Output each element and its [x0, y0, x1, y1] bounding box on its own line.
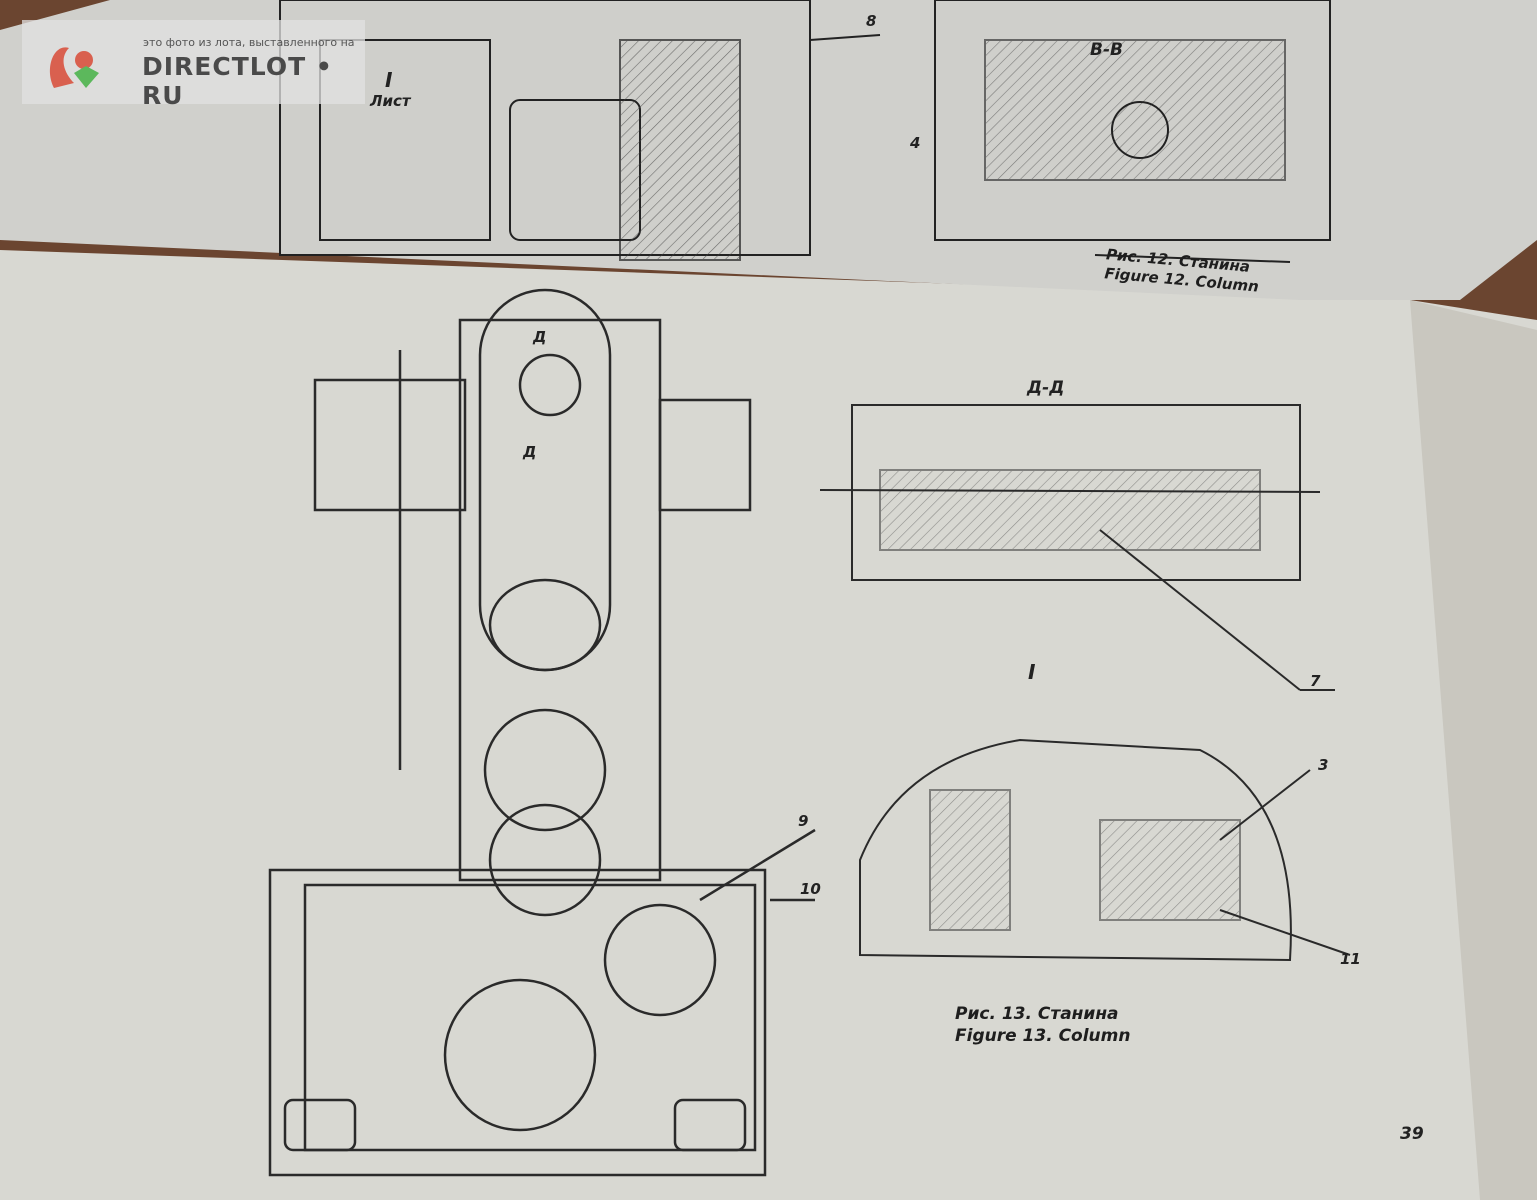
detail-i-label: I: [1028, 660, 1036, 684]
callout-4: 4: [910, 134, 921, 152]
section-d-top-label: Д: [533, 328, 547, 346]
callout-3: 3: [1318, 756, 1329, 774]
squirrel-logo-icon: [49, 47, 99, 88]
figure-13-caption-en: Figure 13. Column: [955, 1026, 1131, 1046]
callout-9: 9: [798, 812, 809, 830]
section-d-mid-label: Д: [523, 443, 537, 461]
watermark-caption: это фото из лота, выставленного на: [143, 36, 355, 49]
watermark-brand: DIRECTLOT • RU: [142, 52, 333, 110]
sheet-label: Лист: [370, 92, 411, 110]
figure-13-caption: Рис. 13. Станина Figure 13. Column: [955, 1003, 1130, 1047]
figure-13-main-drawing: [268, 288, 816, 1177]
page-number: 39: [1400, 1124, 1424, 1144]
callout-11: 11: [1340, 950, 1361, 968]
section-dd-drawing: [819, 404, 1335, 691]
section-dd-label: Д-Д: [1027, 378, 1065, 398]
view-i-label: I: [385, 68, 393, 92]
callout-10: 10: [800, 880, 821, 898]
figure-12-drawing: [279, 0, 1331, 263]
figure-13-caption-ru: Рис. 13. Станина: [955, 1004, 1119, 1024]
watermark: это фото из лота, выставленного на DIREC…: [22, 20, 365, 110]
callout-8: 8: [866, 12, 877, 30]
bottom-page: [0, 250, 1537, 1200]
callout-7: 7: [1310, 672, 1321, 690]
detail-i-drawing: [859, 738, 1351, 962]
section-bb-label: В-В: [1090, 40, 1123, 60]
